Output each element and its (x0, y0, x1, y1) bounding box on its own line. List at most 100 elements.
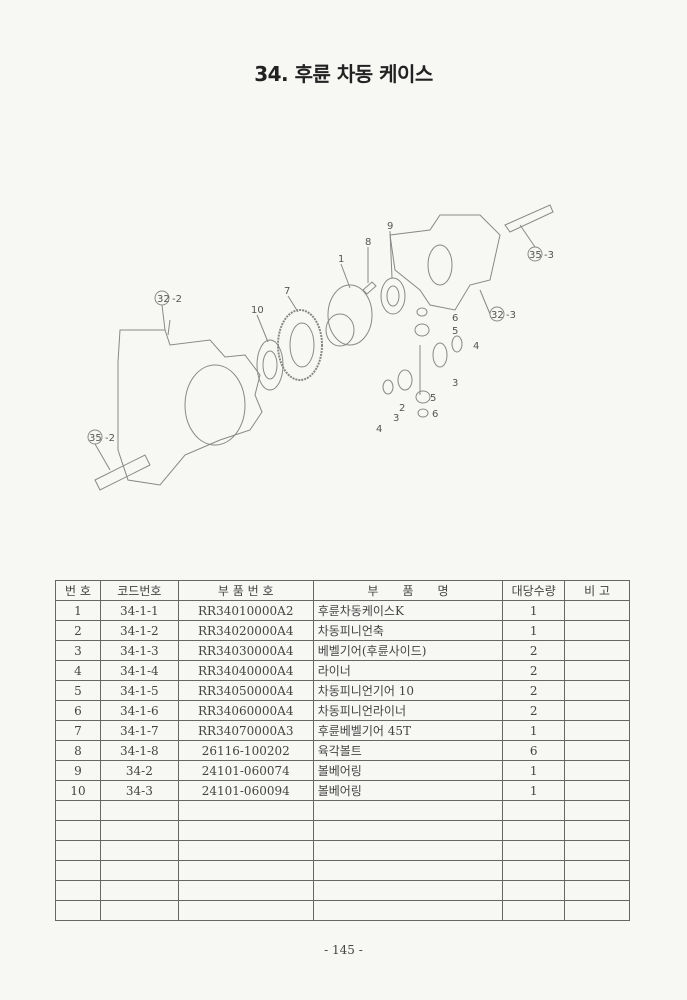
bolt-8 (362, 281, 377, 295)
callout-suffix: -2 (105, 433, 115, 444)
cell-quantity (502, 840, 566, 861)
callout-4: 4 (473, 341, 479, 352)
table-row-empty (55, 900, 630, 921)
cell-quantity (502, 880, 566, 901)
cell-remarks (564, 780, 630, 801)
cell-code: 34-3 (99, 780, 179, 801)
cell-no (55, 840, 101, 861)
cell-part-name: 후륜차동케이스K (312, 600, 504, 621)
cell-remarks (564, 620, 630, 641)
cell-remarks (564, 900, 630, 921)
callout-5: 5 (430, 393, 436, 404)
cell-part-number (177, 800, 314, 821)
header-part-name: 부 품 명 (312, 580, 504, 601)
cell-remarks (564, 680, 630, 701)
cell-code: 34-2 (99, 760, 179, 781)
cell-part-number (177, 900, 314, 921)
cell-part-number (177, 840, 314, 861)
cell-quantity: 2 (502, 640, 566, 661)
callout-1: 1 (338, 254, 344, 265)
cell-code: 34-1-3 (99, 640, 179, 661)
right-axle (504, 204, 554, 233)
cell-quantity: 2 (502, 680, 566, 701)
cell-part-name: 차동피니언라이너 (312, 700, 504, 721)
cell-part-name: 차동피니언기어 10 (312, 680, 504, 701)
diff-case-1 (327, 284, 373, 346)
cell-part-name: 후륜베벨기어 45T (312, 720, 504, 741)
cell-quantity: 1 (502, 620, 566, 641)
cell-part-name: 베벨기어(후륜사이드) (312, 640, 504, 661)
cell-part-number (177, 860, 314, 881)
table-row-empty (55, 820, 630, 841)
cell-part-name (312, 900, 504, 921)
page-number: - 145 - (324, 943, 363, 957)
cell-quantity: 2 (502, 660, 566, 681)
cell-part-name (312, 820, 504, 841)
callout-suffix: -3 (544, 250, 554, 261)
callout-35: 35 (89, 433, 102, 444)
cell-code (99, 900, 179, 921)
cell-part-number (177, 880, 314, 901)
cell-no: 2 (55, 620, 101, 641)
cell-code (99, 880, 179, 901)
callout-32: 32 (157, 294, 170, 305)
cell-quantity: 2 (502, 700, 566, 721)
callout-6: 6 (452, 313, 458, 324)
cell-part-number: RR34050000A4 (177, 680, 314, 701)
cell-remarks (564, 740, 630, 761)
bearing-10 (256, 339, 284, 391)
cell-part-number (177, 820, 314, 841)
table-row-empty (55, 800, 630, 821)
cell-code: 34-1-2 (99, 620, 179, 641)
cell-remarks (564, 840, 630, 861)
cell-remarks (564, 860, 630, 881)
table-row-empty (55, 840, 630, 861)
cell-no (55, 800, 101, 821)
callout-4: 4 (376, 424, 382, 435)
cell-no: 1 (55, 600, 101, 621)
header-code: 코드번호 (99, 580, 179, 601)
cell-remarks (564, 760, 630, 781)
callout-6: 6 (432, 409, 438, 420)
cell-part-name: 차동피니언축 (312, 620, 504, 641)
cell-no: 3 (55, 640, 101, 661)
cell-code: 34-1-6 (99, 700, 179, 721)
cell-code: 34-1-5 (99, 680, 179, 701)
callout-10: 10 (251, 305, 264, 316)
right-cover (389, 214, 501, 311)
callout-7: 7 (284, 286, 290, 297)
cell-part-number: RR34060000A4 (177, 700, 314, 721)
cell-quantity: 1 (502, 600, 566, 621)
cell-quantity: 1 (502, 780, 566, 801)
cell-code: 34-1-7 (99, 720, 179, 741)
cell-remarks (564, 600, 630, 621)
callout-2: 2 (399, 403, 405, 414)
cell-part-number: RR34020000A4 (177, 620, 314, 641)
cell-remarks (564, 880, 630, 901)
cell-no (55, 880, 101, 901)
bevel-gear-7 (277, 309, 323, 381)
cell-no: 9 (55, 760, 101, 781)
cell-quantity (502, 800, 566, 821)
cell-no: 6 (55, 700, 101, 721)
cell-quantity: 1 (502, 720, 566, 741)
cell-code (99, 800, 179, 821)
header-remarks: 비 고 (564, 580, 630, 601)
cell-no: 4 (55, 660, 101, 681)
cell-no (55, 820, 101, 841)
table-row-empty (55, 880, 630, 901)
cell-no: 5 (55, 680, 101, 701)
cell-remarks (564, 700, 630, 721)
cell-code (99, 840, 179, 861)
cell-no: 7 (55, 720, 101, 741)
cell-remarks (564, 660, 630, 681)
header-quantity: 대당수량 (502, 580, 566, 601)
exploded-parts-diagram: 32 -2 35 -2 10 7 1 8 9 35 -3 32 -3 6 5 4… (87, 204, 554, 491)
